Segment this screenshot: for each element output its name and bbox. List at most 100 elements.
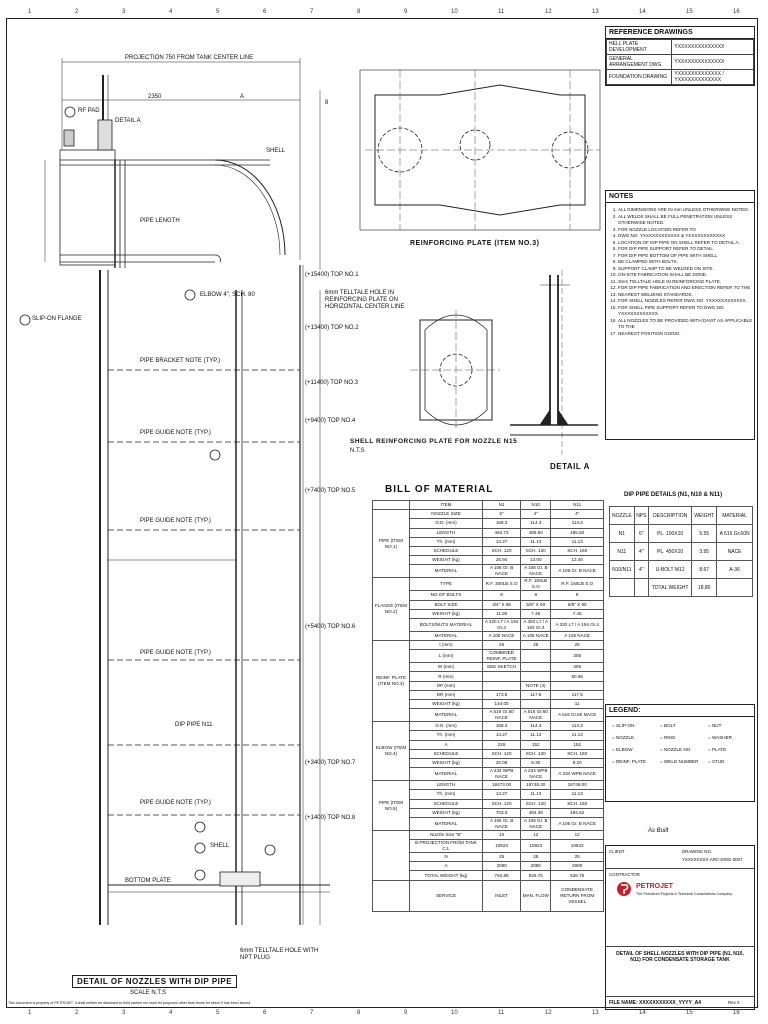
bom-cell: COMBINED REINF. PLATE bbox=[481, 649, 522, 664]
legend-item: = REINF. PLATE bbox=[612, 759, 646, 764]
dip-cell: 4" bbox=[633, 560, 650, 579]
bom-cell: 20.06 bbox=[481, 757, 522, 769]
bom-cell: A 234 WPB NACE bbox=[520, 767, 552, 782]
ruler-mark: 2 bbox=[75, 9, 79, 15]
bom-cell: 526.75 bbox=[520, 870, 552, 881]
ref-label: FOUNDATION DRAWING bbox=[605, 69, 673, 85]
dip-cell: N1 bbox=[609, 524, 635, 543]
bom-cell: R.F. 150LB S.O bbox=[520, 577, 552, 592]
dip-cell: 18.80 bbox=[691, 578, 718, 597]
ruler-mark: 14 bbox=[639, 1010, 646, 1016]
dip-cell: 5.55 bbox=[691, 524, 718, 543]
bom-cell: 11.13 bbox=[520, 730, 552, 741]
bom-cell: 11.13 bbox=[520, 536, 552, 547]
dip-col-header: MATERIAL bbox=[716, 506, 753, 525]
dip-cell bbox=[633, 578, 650, 597]
ruler-mark: 11 bbox=[498, 1010, 505, 1016]
note-item: FOR DIP PIPE SUPPORT REFER TO DETAIL. bbox=[618, 246, 754, 253]
dip-cell: PL. 100X10 bbox=[648, 524, 693, 543]
bom-cell: 12 bbox=[550, 829, 604, 841]
ref-value: YXXXXXXXXXXXXXX bbox=[671, 39, 754, 55]
bom-cell: A 106 Gr. B NACE bbox=[520, 564, 552, 579]
bom-cell: 25 bbox=[550, 640, 604, 651]
legend-item: = SLIP-ON bbox=[612, 723, 635, 728]
reference-row: FOUNDATION DRAWING YXXXXXXXXXXXXX / YXXX… bbox=[605, 69, 754, 85]
bom-cell: DP (mm) bbox=[409, 680, 483, 691]
bom-cell: 4" bbox=[520, 509, 552, 520]
elevation-2: (+13400) TOP NO.2 bbox=[305, 325, 359, 331]
bom-cell: 117.5 bbox=[520, 689, 552, 701]
bom-cell: 3/4" X 85 bbox=[481, 599, 522, 610]
ruler-mark: 12 bbox=[545, 1010, 552, 1016]
tb-drawing-no: YXXXXXXXX-ARC-DWG-0007 bbox=[682, 857, 743, 862]
ruler-mark: 14 bbox=[639, 9, 646, 15]
bom-cell: BOLTS/NUTS MATERIAL bbox=[409, 617, 483, 632]
bom-cell: NOZZLE SIZE bbox=[409, 509, 483, 520]
dip-cell: A-36 bbox=[716, 560, 753, 579]
bom-cell: 168.3 bbox=[481, 518, 522, 529]
bom-cell: A 234 WPB NACE bbox=[481, 767, 522, 782]
bom-cell: 11.13 bbox=[550, 730, 604, 741]
notes-list: ALL DIMENSIONS ARE IN mm UNLESS OTHERWIS… bbox=[606, 207, 754, 337]
bom-cell: 114.3 bbox=[550, 721, 604, 732]
bom-cell: 494.62 bbox=[550, 807, 604, 818]
reinf-plate-title: REINFORCING PLATE (ITEM NO.3) bbox=[410, 240, 540, 247]
bom-cell: SCH. 120 bbox=[520, 545, 552, 557]
ruler-mark: 10 bbox=[451, 9, 458, 15]
ref-value: YXXXXXXXXXXXXX / YXXXXXXXXXXXXX bbox=[671, 69, 754, 85]
bom-cell: A 320 L7 / A 194 Gr.4 bbox=[481, 617, 522, 632]
bom-cell: 2080 bbox=[550, 861, 604, 872]
shell-reinf-scale: N.T.S bbox=[350, 448, 365, 454]
bom-cell: DR (mm) bbox=[409, 689, 483, 701]
bom-cell: 11.13 bbox=[550, 536, 604, 547]
tb-client-label: CLIENT bbox=[609, 849, 625, 854]
bom-cell: LENGTH bbox=[409, 780, 483, 791]
legend-item: = NUT bbox=[708, 723, 722, 728]
bom-cell: 762.89 bbox=[481, 870, 522, 881]
bom-cell: 152 bbox=[550, 739, 604, 750]
bom-cell: N bbox=[409, 852, 483, 863]
bom-cell: t (mm) bbox=[409, 640, 483, 651]
bom-cell: SCH. 120 bbox=[481, 545, 522, 557]
bom-cell: R.F. 150LB S.O bbox=[550, 577, 604, 592]
bom-cell: MATERIAL bbox=[409, 708, 483, 723]
bom-cell bbox=[520, 698, 552, 710]
bom-cell: 229 bbox=[481, 739, 522, 750]
ruler-mark: 2 bbox=[75, 1010, 79, 1016]
note-item: LOCATION OF DIP PIPE ON SHELL REFER TO D… bbox=[618, 240, 754, 247]
bom-cell: WEIGHT (kg) bbox=[409, 555, 483, 566]
bom-cell: SCH. 120 bbox=[481, 748, 522, 759]
dim-2350: 2350 bbox=[148, 94, 162, 100]
bom-cell: A 106 Gr. B NACE bbox=[550, 816, 604, 831]
bom-cell: Th. (mm) bbox=[409, 536, 483, 547]
bom-group-label: PIPE (ITEM NO.1) bbox=[372, 509, 410, 579]
tb-footer-row: FILE NAME: XXXXXXXXXXX_YYYY_A4 Rev 0 bbox=[606, 996, 754, 1010]
bom-cell: SCH. 120 bbox=[520, 798, 552, 809]
legend-item: = RING bbox=[660, 735, 676, 740]
dim-8: 8 bbox=[325, 100, 329, 106]
tb-title: DETAIL OF SHELL NOZZLES WITH DIP PIPE (N… bbox=[616, 951, 744, 963]
bom-cell: A 516 Gr.60 NACE bbox=[481, 708, 522, 723]
legend-box: LEGEND: = SLIP-ON= BOLT= NUT= NOZZLE= RI… bbox=[605, 704, 755, 802]
dip-cell: TOTAL WEIGHT bbox=[648, 578, 693, 597]
bom-cell: 50.65 bbox=[550, 671, 604, 682]
bom-cell bbox=[520, 649, 552, 664]
notes-title: NOTES bbox=[606, 191, 754, 203]
bom-cell: 10923 bbox=[481, 839, 522, 854]
bom-cell: 2080 bbox=[520, 861, 552, 872]
bom-cell: TOTAL WEIGHT (kg) bbox=[409, 870, 483, 881]
ruler-mark: 6 bbox=[263, 9, 267, 15]
bom-cell: O.D. (mm) bbox=[409, 518, 483, 529]
